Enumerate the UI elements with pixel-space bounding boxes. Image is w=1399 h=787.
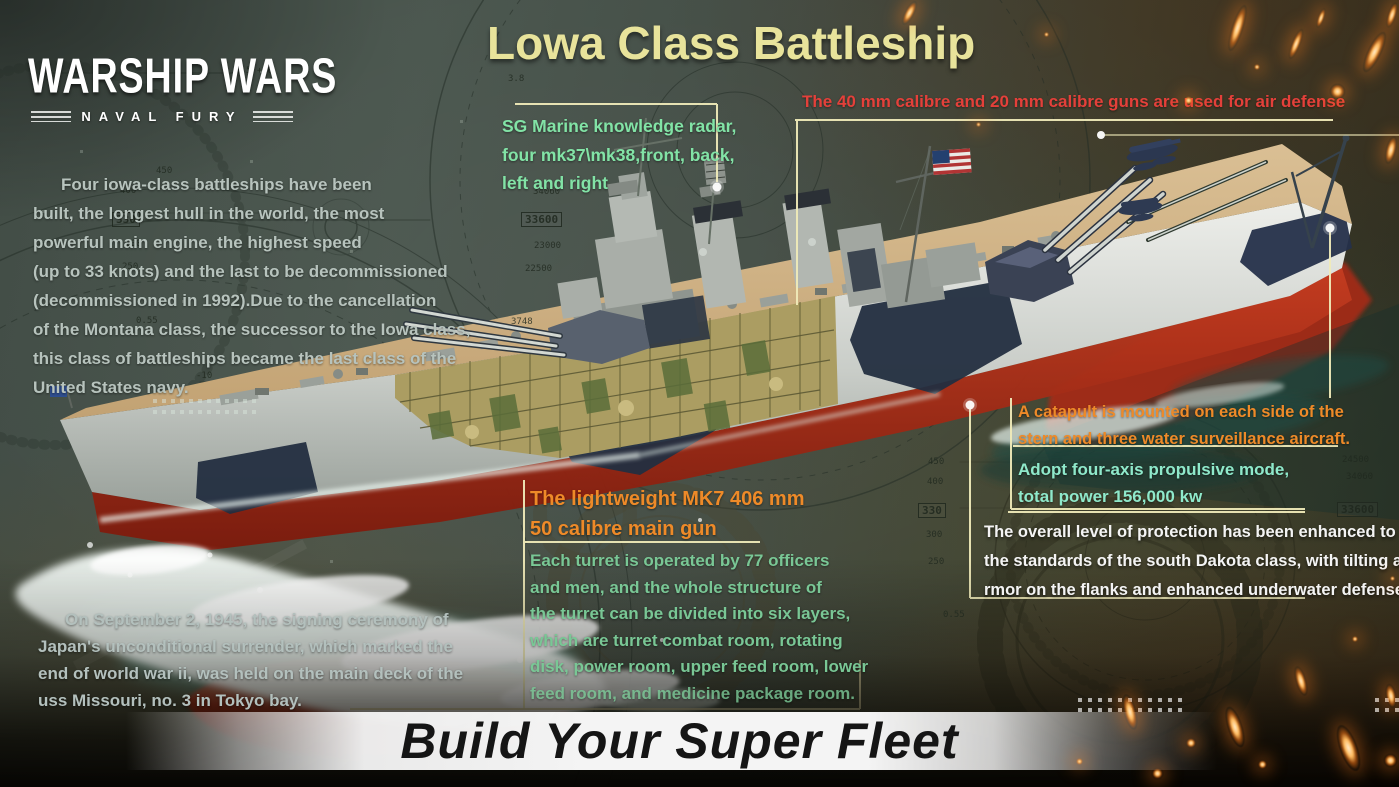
catapult-label-line: stern and three water surveillance aircr… <box>1018 429 1350 448</box>
cutaway-section <box>395 296 838 458</box>
intro-line: Four iowa-class battleships have been <box>61 175 372 194</box>
history-line: uss Missouri, no. 3 in Tokyo bay. <box>38 691 302 710</box>
intro-line: powerful main engine, the highest speed <box>33 233 362 252</box>
air-defense-label: The 40 mm calibre and 20 mm calibre guns… <box>802 92 1345 112</box>
dot-row <box>153 410 259 414</box>
intro-line: built, the longest hull in the world, th… <box>33 204 385 223</box>
radar-label: SG Marine knowledge radar, four mk37\mk3… <box>502 112 736 198</box>
superstructure <box>557 117 981 356</box>
radar-label-line: SG Marine knowledge radar, <box>502 116 737 136</box>
logo-tagline: NAVAL FURY <box>28 109 296 124</box>
propulsion-label-line: total power 156,000 kw <box>1018 487 1203 506</box>
history-line: Japan's unconditional surrender, which m… <box>38 637 453 656</box>
intro-line: (up to 33 knots) and the last to be deco… <box>33 262 448 281</box>
page-title: Lowa Class Battleship <box>487 17 976 69</box>
logo-tagline-text: NAVAL FURY <box>81 109 243 124</box>
stern-crane <box>1290 134 1350 249</box>
intro-line: of the Montana class, the successor to t… <box>33 320 471 339</box>
intro-line: (decommissioned in 1992).Due to the canc… <box>33 291 437 310</box>
turret-label-line: disk, power room, upper feed room, lower <box>530 657 869 676</box>
turret-label-line: and men, and the whole structure of <box>530 577 822 597</box>
protection-label-line: rmor on the flanks and enhanced underwat… <box>984 581 1399 599</box>
history-line: On September 2, 1945, the signing ceremo… <box>65 610 449 629</box>
dot-row <box>1375 708 1399 712</box>
radar-label-line: four mk37\mk38,front, back, <box>502 144 735 165</box>
propulsion-label-line: Adopt four-axis propulsive mode, <box>1018 460 1290 479</box>
forward-turret <box>403 307 650 364</box>
propulsion-label: Adopt four-axis propulsive mode, total p… <box>1018 456 1289 510</box>
bow-flag <box>50 385 73 409</box>
main-gun-label: The lightweight MK7 406 mm 50 calibre ma… <box>530 484 804 544</box>
dot-row <box>153 399 259 403</box>
protection-label: The overall level of protection has been… <box>984 518 1399 605</box>
history-paragraph: On September 2, 1945, the signing ceremo… <box>38 606 463 714</box>
history-line: end of world war ii, was held on the mai… <box>38 664 464 683</box>
turret-label-line: Each turret is operated by 77 officers <box>530 551 830 570</box>
catapult-label: A catapult is mounted on each side of th… <box>1018 399 1350 452</box>
air-defense-label-line: The 40 mm calibre and 20 mm calibre guns… <box>802 92 1346 111</box>
turret-label-line: feed room, and medicine package room. <box>530 683 855 703</box>
floatplane-flying <box>1126 138 1181 171</box>
intro-line: United States navy. <box>33 378 189 397</box>
dot-row <box>1375 698 1399 702</box>
us-flag <box>932 148 972 175</box>
protection-label-line: The overall level of protection has been… <box>984 523 1396 541</box>
radar-label-line: left and right <box>502 173 608 193</box>
catapult-label-line: A catapult is mounted on each side of th… <box>1018 403 1344 421</box>
bottom-banner: Build Your Super Fleet <box>0 712 1399 770</box>
main-gun-label-line: The lightweight MK7 406 mm <box>530 488 805 510</box>
intro-line: this class of battleships became the las… <box>33 349 457 368</box>
floatplane-deck <box>1118 197 1163 222</box>
protection-label-line: the standards of the south Dakota class,… <box>984 552 1399 570</box>
turret-label: Each turret is operated by 77 officers a… <box>530 548 868 707</box>
logo-wing-right-icon <box>252 111 293 122</box>
main-gun-label-line: 50 calibre main gun <box>530 518 717 540</box>
radar-antenna <box>703 157 727 185</box>
red-hull-band <box>92 268 1352 550</box>
logo-wing-left-icon <box>31 111 72 122</box>
stern-equipment <box>1118 134 1350 249</box>
game-logo: WARSHIP WARS NAVAL FURY <box>28 50 357 124</box>
intro-paragraph: Four iowa-class battleships have been bu… <box>33 170 470 402</box>
logo-title: WARSHIP WARS <box>28 50 338 104</box>
dot-row <box>1078 698 1182 702</box>
banner-slogan: Build Your Super Fleet <box>400 713 959 769</box>
turret-label-line: the turret can be divided into six layer… <box>530 604 851 623</box>
turret-label-line: which are turret combat room, rotating <box>530 630 843 650</box>
